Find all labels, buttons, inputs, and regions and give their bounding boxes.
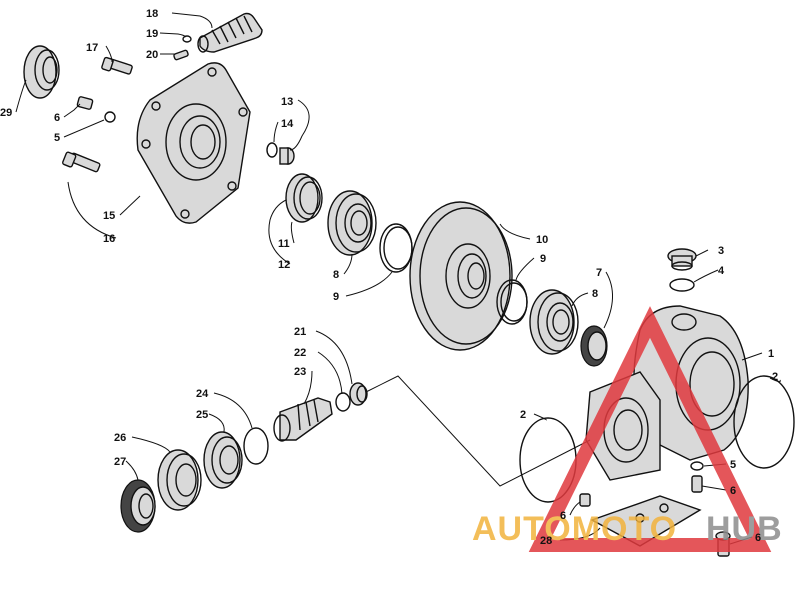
- part-lock-nut: [120, 479, 156, 533]
- callout-16: 16: [103, 233, 115, 245]
- part-shim-24: [243, 427, 269, 465]
- part-ring-22: [335, 392, 351, 412]
- callout-20: 20: [146, 49, 158, 61]
- callout-6-right: 6: [730, 485, 736, 497]
- part-washer-4: [669, 278, 695, 292]
- callout-26: 26: [114, 432, 126, 444]
- callout-4: 4: [718, 265, 725, 277]
- callout-19: 19: [146, 28, 158, 40]
- part-washer-5b: [690, 461, 704, 471]
- part-cover-plate: [136, 62, 251, 224]
- leader-lines: [15, 12, 781, 545]
- callout-6-top: 6: [54, 112, 60, 124]
- part-pinion-gear: [273, 397, 333, 442]
- part-fill-plug: [667, 248, 697, 271]
- part-ring-gear: [409, 201, 513, 351]
- callout-10: 10: [536, 234, 548, 246]
- callout-7: 7: [596, 267, 602, 279]
- watermark-logo-triangle: [528, 306, 772, 552]
- callout-5-top: 5: [54, 132, 60, 144]
- callout-9-left: 9: [333, 291, 339, 303]
- part-bolt-6c: [579, 493, 591, 507]
- part-bearing-8a: [327, 190, 377, 256]
- part-bolt-16: [62, 151, 101, 173]
- callout-8-upper: 8: [333, 269, 339, 281]
- part-snap-ring: [182, 35, 192, 43]
- callout-2-left: 2: [520, 409, 526, 421]
- watermark: AUTOMOTO HUB: [472, 306, 783, 552]
- assembly-centerline: [365, 375, 591, 487]
- part-gasket-2a: [733, 375, 795, 469]
- part-bearing-21: [349, 382, 368, 406]
- callout-23: 23: [294, 366, 306, 378]
- part-bolt-17: [101, 56, 133, 75]
- part-plug: [279, 147, 295, 165]
- callout-1: 1: [768, 348, 774, 360]
- part-boot-bellows: [197, 12, 263, 53]
- callout-28: 28: [540, 535, 552, 547]
- part-bearing-25: [203, 431, 243, 489]
- callout-6-bracket: 6: [560, 510, 566, 522]
- callout-15: 15: [103, 210, 115, 222]
- callout-13: 13: [281, 96, 293, 108]
- callout-17: 17: [86, 42, 98, 54]
- callout-24: 24: [196, 388, 209, 400]
- callout-14: 14: [281, 118, 294, 130]
- callout-29: 29: [0, 107, 12, 119]
- callout-18: 18: [146, 8, 158, 20]
- callout-21: 21: [294, 326, 306, 338]
- callout-11: 11: [278, 238, 290, 250]
- part-pin: [173, 49, 189, 61]
- callout-6-bottom: 6: [755, 532, 761, 544]
- callout-25: 25: [196, 409, 208, 421]
- callout-8-lower: 8: [592, 288, 598, 300]
- callout-9-right: 9: [540, 253, 546, 265]
- part-shim-9a-inner: [383, 226, 413, 270]
- part-bearing-26: [157, 449, 202, 511]
- callout-22: 22: [294, 347, 306, 359]
- part-washer: [104, 111, 116, 123]
- part-shim-9b-inner: [500, 282, 528, 322]
- part-o-ring: [266, 142, 278, 158]
- part-seal-cap: [23, 45, 60, 99]
- part-bolt-small: [76, 96, 94, 110]
- part-bracket: [590, 495, 702, 547]
- callout-labels: 18 19 20 17 29 6 5 13 14 15 16 11 12 8 9…: [0, 8, 778, 547]
- part-ring-11: [285, 173, 323, 223]
- part-bolt-6b: [691, 475, 703, 493]
- callout-3: 3: [718, 245, 724, 257]
- callout-2-right: 2: [772, 371, 778, 383]
- watermark-text-secondary: HUB: [706, 510, 783, 548]
- watermark-text-primary: AUTOMOTO: [472, 510, 677, 548]
- part-seal-7: [580, 325, 608, 367]
- callout-12: 12: [278, 259, 290, 271]
- part-bearing-8b: [529, 289, 579, 355]
- callout-5-right: 5: [730, 459, 736, 471]
- callout-27: 27: [114, 456, 126, 468]
